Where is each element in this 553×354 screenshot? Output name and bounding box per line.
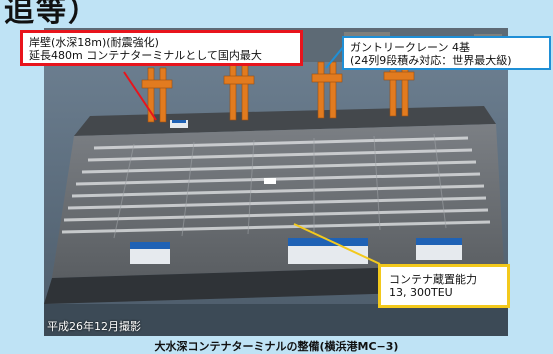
gantry-cranes [141, 59, 415, 123]
container-yard [52, 124, 504, 278]
capacity-callout-line2: 13, 300TEU [389, 286, 453, 299]
cranes-callout: ガントリークレーン 4基 (24列9段積み対応：世界最大級) [342, 36, 551, 70]
capacity-callout: コンテナ蔵置能力 13, 300TEU [378, 264, 510, 308]
figure-caption: 大水深コンテナターミナルの整備(横浜港MC−3) [154, 340, 399, 353]
container-rows [61, 136, 491, 234]
crane-leader [325, 45, 345, 69]
cranes-callout-line2: (24列9段積み対応：世界最大級) [350, 54, 512, 67]
container-columns [113, 133, 447, 239]
berth-leader [123, 71, 157, 121]
berth-callout-line1: 岸壁(水深18m)(耐震強化) [29, 36, 159, 49]
cranes-callout-line1: ガントリークレーン 4基 [350, 41, 470, 54]
capacity-leader [293, 223, 381, 265]
heading-fragment: 追等） [4, 0, 100, 29]
berth-callout: 岸壁(水深18m)(耐震強化) 延長480m コンテナターミナルとして国内最大 [20, 30, 303, 66]
capacity-callout-line1: コンテナ蔵置能力 [389, 273, 477, 286]
berth-callout-line2: 延長480m コンテナターミナルとして国内最大 [29, 49, 262, 62]
water-foreground [44, 304, 508, 336]
vehicle [264, 178, 276, 184]
photo-date: 平成26年12月撮影 [47, 320, 141, 333]
